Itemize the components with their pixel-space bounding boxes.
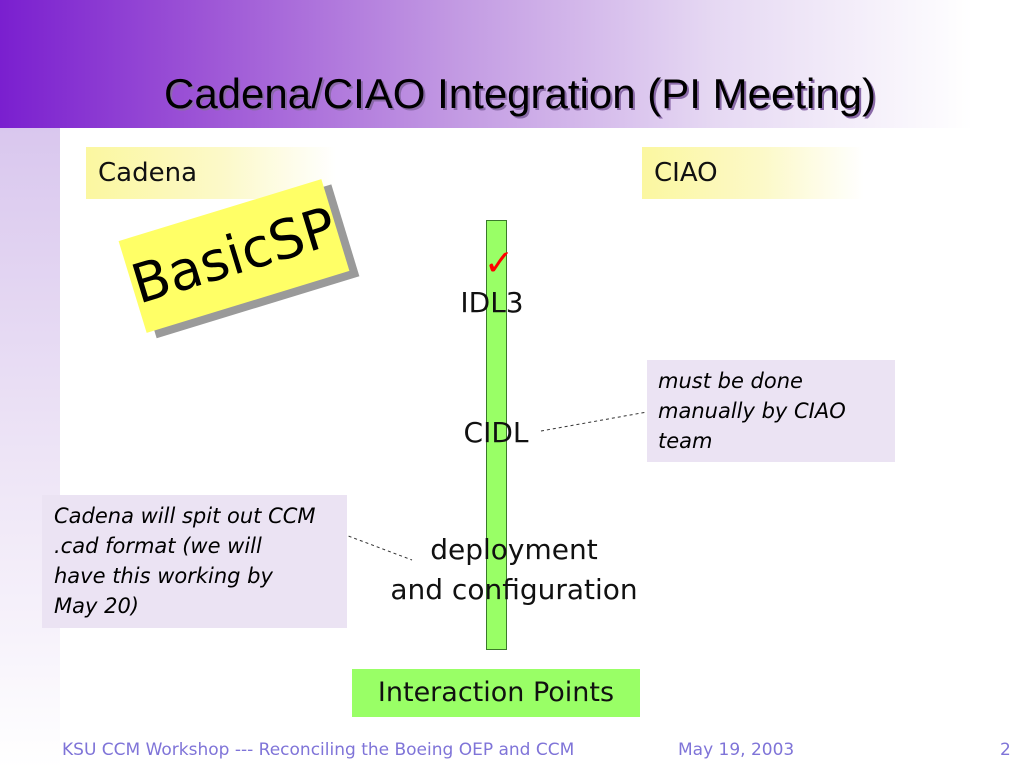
cadena-note-line: have this working by <box>54 564 273 588</box>
ciao-note-line: team <box>658 429 713 453</box>
step-deployment-line2: and configuration <box>390 573 638 606</box>
cadena-note: Cadena will spit out CCM .cad format (we… <box>42 495 347 628</box>
ciao-label: CIAO <box>642 147 864 199</box>
interaction-bar <box>486 220 507 650</box>
step-idl3: IDL3 <box>460 286 524 319</box>
ciao-note-line: manually by CIAO <box>658 399 846 423</box>
cadena-note-line: Cadena will spit out CCM <box>54 504 316 528</box>
header-band <box>0 0 1024 128</box>
footer-event-title: KSU CCM Workshop --- Reconciling the Boe… <box>62 740 575 760</box>
checkmark-icon: ✓ <box>484 243 515 284</box>
footer-page-number: 2 <box>1000 740 1011 760</box>
cadena-note-line: May 20) <box>54 594 140 618</box>
step-deployment-line1: deployment <box>430 533 598 566</box>
cadena-note-line: .cad format (we will <box>54 534 262 558</box>
step-cidl: CIDL <box>463 416 529 449</box>
ciao-note-line: must be done <box>658 369 803 393</box>
footer-date: May 19, 2003 <box>678 740 795 760</box>
interaction-points-caption: Interaction Points <box>352 669 640 717</box>
ciao-note: must be done manually by CIAO team <box>647 360 895 462</box>
basicsp-stamp: BasicSP <box>118 179 360 339</box>
left-accent-band <box>0 128 60 768</box>
step-deployment: deployment and configuration <box>366 530 662 610</box>
slide-title: Cadena/CIAO Integration (PI Meeting) <box>163 70 877 117</box>
